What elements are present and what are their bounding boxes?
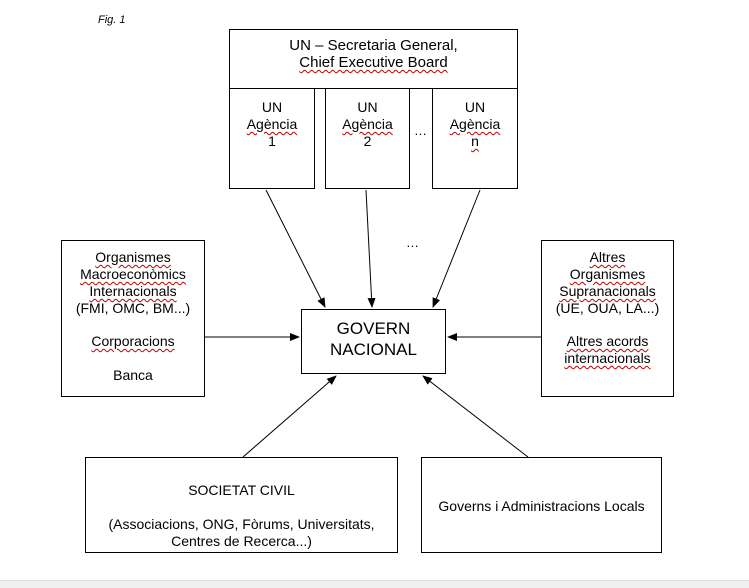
civil-society-line3: Centres de Recerca...) bbox=[171, 533, 312, 549]
center-box-line1: GOVERN bbox=[336, 319, 411, 338]
agency-2-line3: 2 bbox=[363, 133, 372, 149]
right-box-line4: (UE, OUA, LA...) bbox=[555, 300, 660, 316]
un-agency-n-box: UN Agència n bbox=[432, 88, 518, 189]
agency-1-line1: UN bbox=[261, 99, 283, 115]
right-box-line2: Organismes bbox=[542, 266, 673, 283]
un-secretariat-line1: UN – Secretaria General, bbox=[289, 37, 458, 54]
agency-1-line3: 1 bbox=[268, 133, 276, 149]
un-secretariat-line2: Chief Executive Board bbox=[230, 54, 517, 71]
left-box-line4: (FMI, OMC, BM...) bbox=[75, 300, 191, 316]
civil-society-line2: (Associacions, ONG, Fòrums, Universitats… bbox=[108, 516, 375, 532]
local-governments-box: Governs i Administracions Locals bbox=[421, 457, 662, 553]
international-organisms-box: Organismes Macroeconòmics Internacionals… bbox=[61, 240, 205, 397]
right-box-line1-text: Altres bbox=[589, 249, 626, 265]
agency-n-line1: UN bbox=[464, 99, 486, 115]
middle-ellipsis: … bbox=[406, 235, 419, 250]
arrow-agency1-to-govern bbox=[265, 189, 326, 308]
un-secretariat-line2-text: Chief Executive Board bbox=[299, 54, 448, 71]
right-box-line5: Altres acords bbox=[542, 333, 673, 350]
supranational-organisms-box: Altres Organismes Supranacionals (UE, OU… bbox=[541, 240, 674, 397]
left-box-line3: Internacionals bbox=[62, 283, 204, 300]
national-government-box: GOVERN NACIONAL bbox=[301, 309, 446, 374]
agency-n-line2: Agència bbox=[433, 116, 517, 133]
un-agency-1-box: UN Agència 1 bbox=[229, 88, 315, 189]
left-box-line2: Macroeconòmics bbox=[62, 266, 204, 283]
left-box-line5: Corporacions bbox=[62, 333, 204, 350]
left-box-line5-text: Corporacions bbox=[91, 333, 175, 349]
right-box-line1: Altres bbox=[542, 249, 673, 266]
right-box-line6-text: internacionals bbox=[564, 350, 651, 366]
left-box-line3-text: Internacionals bbox=[89, 283, 177, 299]
center-box-line2: NACIONAL bbox=[330, 340, 417, 359]
left-box-line1: Organismes bbox=[62, 249, 204, 266]
right-box-line6: internacionals bbox=[542, 350, 673, 367]
agency-1-line2-text: Agència bbox=[246, 116, 298, 132]
arrow-agency2-to-govern bbox=[365, 189, 376, 308]
figure-label: Fig. 1 bbox=[98, 14, 126, 26]
left-box-line2-text: Macroeconòmics bbox=[80, 266, 186, 282]
right-box-line2-text: Organismes bbox=[569, 266, 646, 282]
agency-2-line2-text: Agència bbox=[342, 116, 393, 132]
agency-2-line2: Agència bbox=[326, 116, 409, 133]
left-box-line1-text: Organismes bbox=[95, 249, 171, 265]
agency-n-line3-text: n bbox=[471, 133, 479, 149]
agency-1-line2: Agència bbox=[230, 116, 314, 133]
agency-n-line2-text: Agència bbox=[449, 116, 501, 132]
right-box-line5-text: Altres acords bbox=[566, 333, 649, 349]
agency-ellipsis: … bbox=[414, 123, 427, 138]
arrow-local-to-govern bbox=[422, 375, 529, 458]
right-box-line3: Supranacionals bbox=[542, 283, 673, 300]
agency-n-line3: n bbox=[433, 133, 517, 150]
agency-2-line1: UN bbox=[357, 99, 378, 115]
civil-society-box: SOCIETAT CIVIL (Associacions, ONG, Fòrum… bbox=[85, 457, 398, 553]
arrow-civil-to-govern bbox=[242, 375, 337, 458]
civil-society-line1: SOCIETAT CIVIL bbox=[188, 482, 295, 498]
arrow-agencyn-to-govern bbox=[432, 189, 481, 308]
local-governments-line1: Governs i Administracions Locals bbox=[438, 498, 645, 514]
bottom-band bbox=[0, 580, 749, 588]
right-box-line3-text: Supranacionals bbox=[559, 283, 656, 299]
left-box-line6: Banca bbox=[113, 367, 153, 383]
un-agency-2-box: UN Agència 2 bbox=[325, 88, 410, 189]
